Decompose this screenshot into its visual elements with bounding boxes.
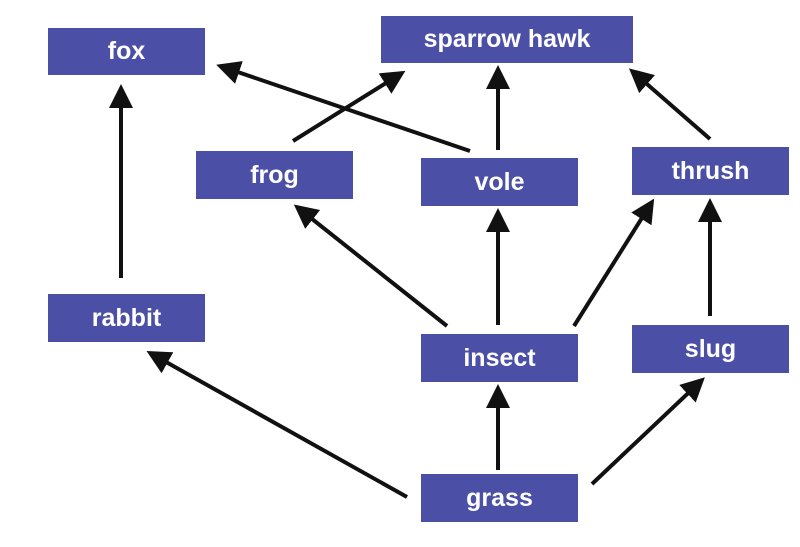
arrow-frog-to-sparrow-hawk [291, 70, 406, 143]
arrow-grass-to-slug [590, 377, 705, 486]
node-sparrow-hawk: sparrow hawk [381, 16, 633, 63]
arrow-thrush-to-sparrow-hawk [628, 68, 712, 141]
node-thrush: thrush [632, 147, 789, 195]
node-insect: insect [421, 334, 578, 382]
arrow-insect-to-frog [293, 204, 449, 328]
node-vole: vole [421, 158, 578, 206]
node-rabbit: rabbit [48, 294, 205, 342]
node-grass: grass [421, 474, 578, 522]
node-frog: frog [196, 151, 353, 199]
node-slug: slug [632, 325, 789, 373]
arrow-grass-to-rabbit [146, 351, 408, 499]
node-fox: fox [48, 28, 205, 75]
arrow-insect-to-thrush [572, 198, 655, 328]
